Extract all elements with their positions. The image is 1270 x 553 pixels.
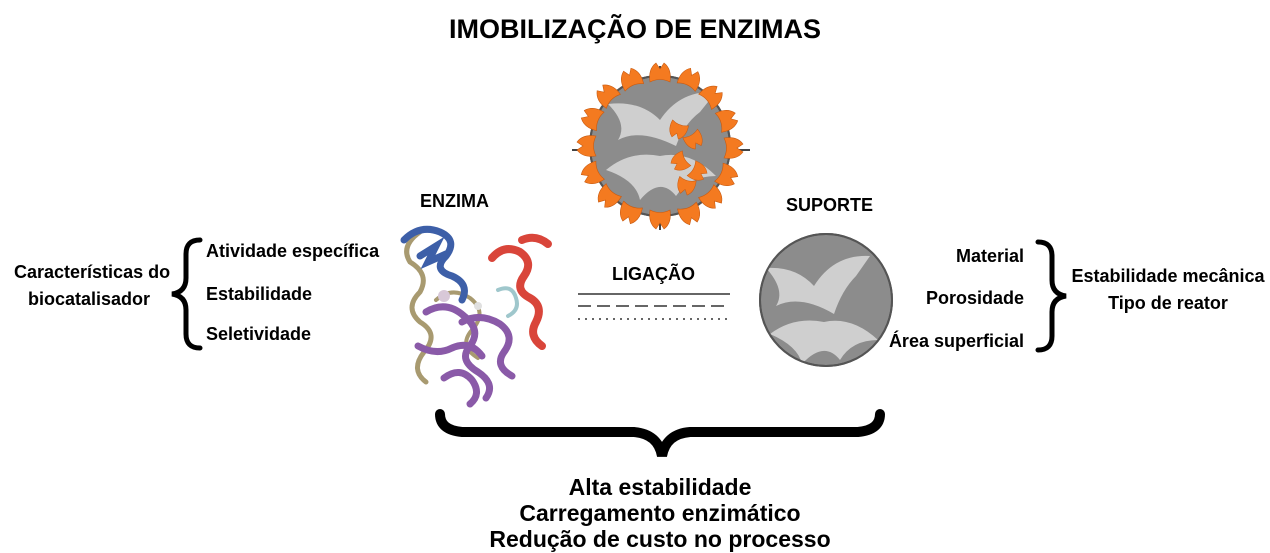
support-item: Porosidade [925, 288, 1024, 308]
biocatalyst-item: Seletividade [206, 324, 312, 344]
biocatalyst-heading: Características do biocatalisador [14, 262, 171, 310]
outcome-line: Alta estabilidade [568, 474, 752, 500]
binding-lines [578, 293, 730, 320]
biocatalyst-heading-line: biocatalisador [27, 289, 151, 309]
outcome-line: Carregamento enzimático [519, 500, 801, 526]
enzyme-protein-structure [400, 225, 552, 408]
empty-support-particle [759, 233, 893, 367]
support-summary: Estabilidade mecânica Tipo de reator [1068, 266, 1268, 314]
support-item: Material [955, 246, 1024, 266]
support-label: SUPORTE [786, 195, 874, 215]
support-summary-line: Estabilidade mecânica [1071, 266, 1265, 286]
biocatalyst-item: Atividade específica [206, 241, 380, 261]
enzyme-label: ENZIMA [420, 191, 489, 211]
binding-label: LIGAÇÃO [612, 264, 695, 284]
biocatalyst-heading-line: Características do [14, 262, 171, 282]
bottom-brace [435, 409, 885, 458]
support-item: Área superficial [888, 331, 1024, 351]
immobilized-support-particle [572, 62, 750, 230]
right-brace [1035, 239, 1067, 353]
outcomes-block: Alta estabilidade Carregamento enzimátic… [410, 474, 910, 552]
support-summary-line: Tipo de reator [1108, 293, 1228, 313]
diagram-title: IMOBILIZAÇÃO DE ENZIMAS [449, 14, 821, 44]
left-brace [171, 237, 203, 351]
biocatalyst-item: Estabilidade [206, 284, 313, 304]
outcome-line: Redução de custo no processo [489, 526, 831, 552]
